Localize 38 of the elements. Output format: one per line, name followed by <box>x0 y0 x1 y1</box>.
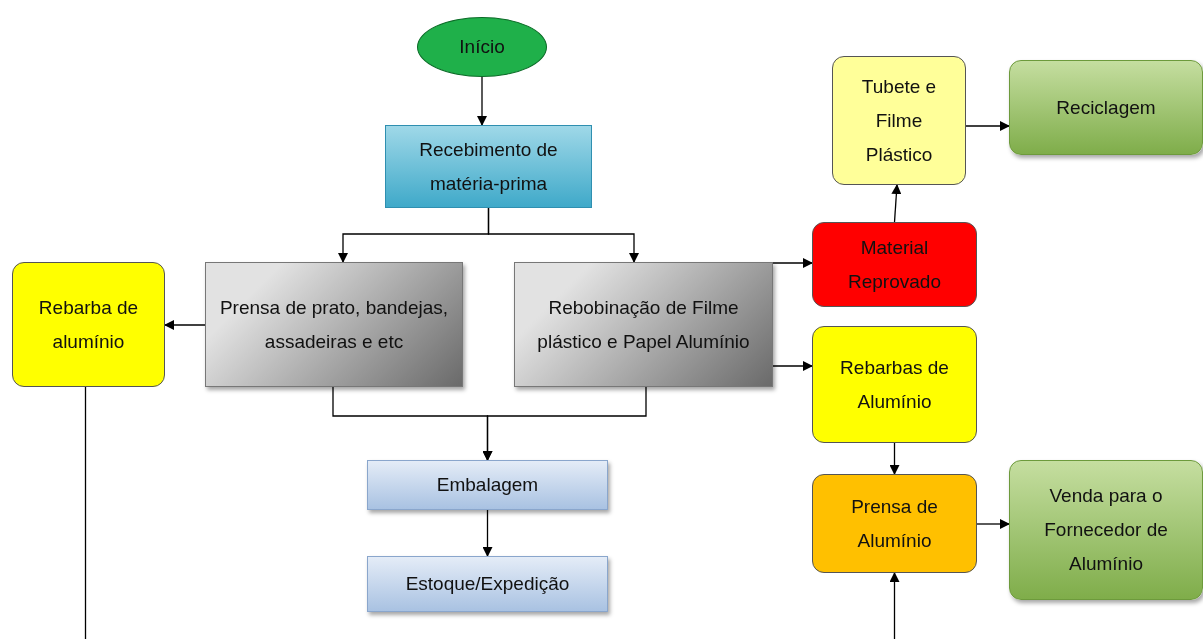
node-label: Início <box>459 35 505 59</box>
arrow <box>891 184 902 223</box>
arrow <box>889 442 900 475</box>
node-label: Rebarbas de Alumínio <box>839 355 950 414</box>
arrow <box>889 572 900 639</box>
node-label: Prensa de Alumínio <box>850 494 939 553</box>
arrow <box>482 386 647 461</box>
arrow <box>772 361 813 371</box>
process-box <box>367 460 608 510</box>
arrow <box>976 519 1010 529</box>
process-box <box>385 125 592 208</box>
node-label: Rebarba de alumínio <box>37 295 140 354</box>
arrow <box>477 76 487 126</box>
node-label: Prensa de prato, bandejas, assadeiras e etc <box>218 295 450 354</box>
rounded-box <box>1009 60 1203 155</box>
node-label: Venda para o Fornecedor de Alumínio <box>1043 484 1169 576</box>
arrow <box>482 509 493 557</box>
node-label: Embalagem <box>436 473 539 497</box>
rounded-box <box>832 56 966 185</box>
rounded-box <box>812 326 977 443</box>
node-label: Tubete e Filme Plástico <box>860 74 938 167</box>
process-box <box>514 262 773 387</box>
node-label: Reciclagem <box>1056 95 1156 120</box>
arrow <box>965 121 1010 131</box>
connector-line <box>84 386 87 639</box>
rounded-box <box>812 474 977 573</box>
arrow <box>772 258 813 268</box>
process-box <box>367 556 608 612</box>
node-label: Estoque/Expedição <box>405 572 570 596</box>
node-label: Material Reprovado <box>847 235 942 294</box>
rounded-box <box>812 222 977 307</box>
arrow <box>487 207 639 263</box>
node-label: Rebobinação de Filme plástico e Papel Alumínio <box>536 295 751 354</box>
arrow <box>164 320 206 330</box>
node-label: Recebimento de matéria-prima <box>418 137 559 196</box>
rounded-box <box>1009 460 1203 600</box>
rounded-box <box>12 262 165 387</box>
process-box <box>205 262 463 387</box>
